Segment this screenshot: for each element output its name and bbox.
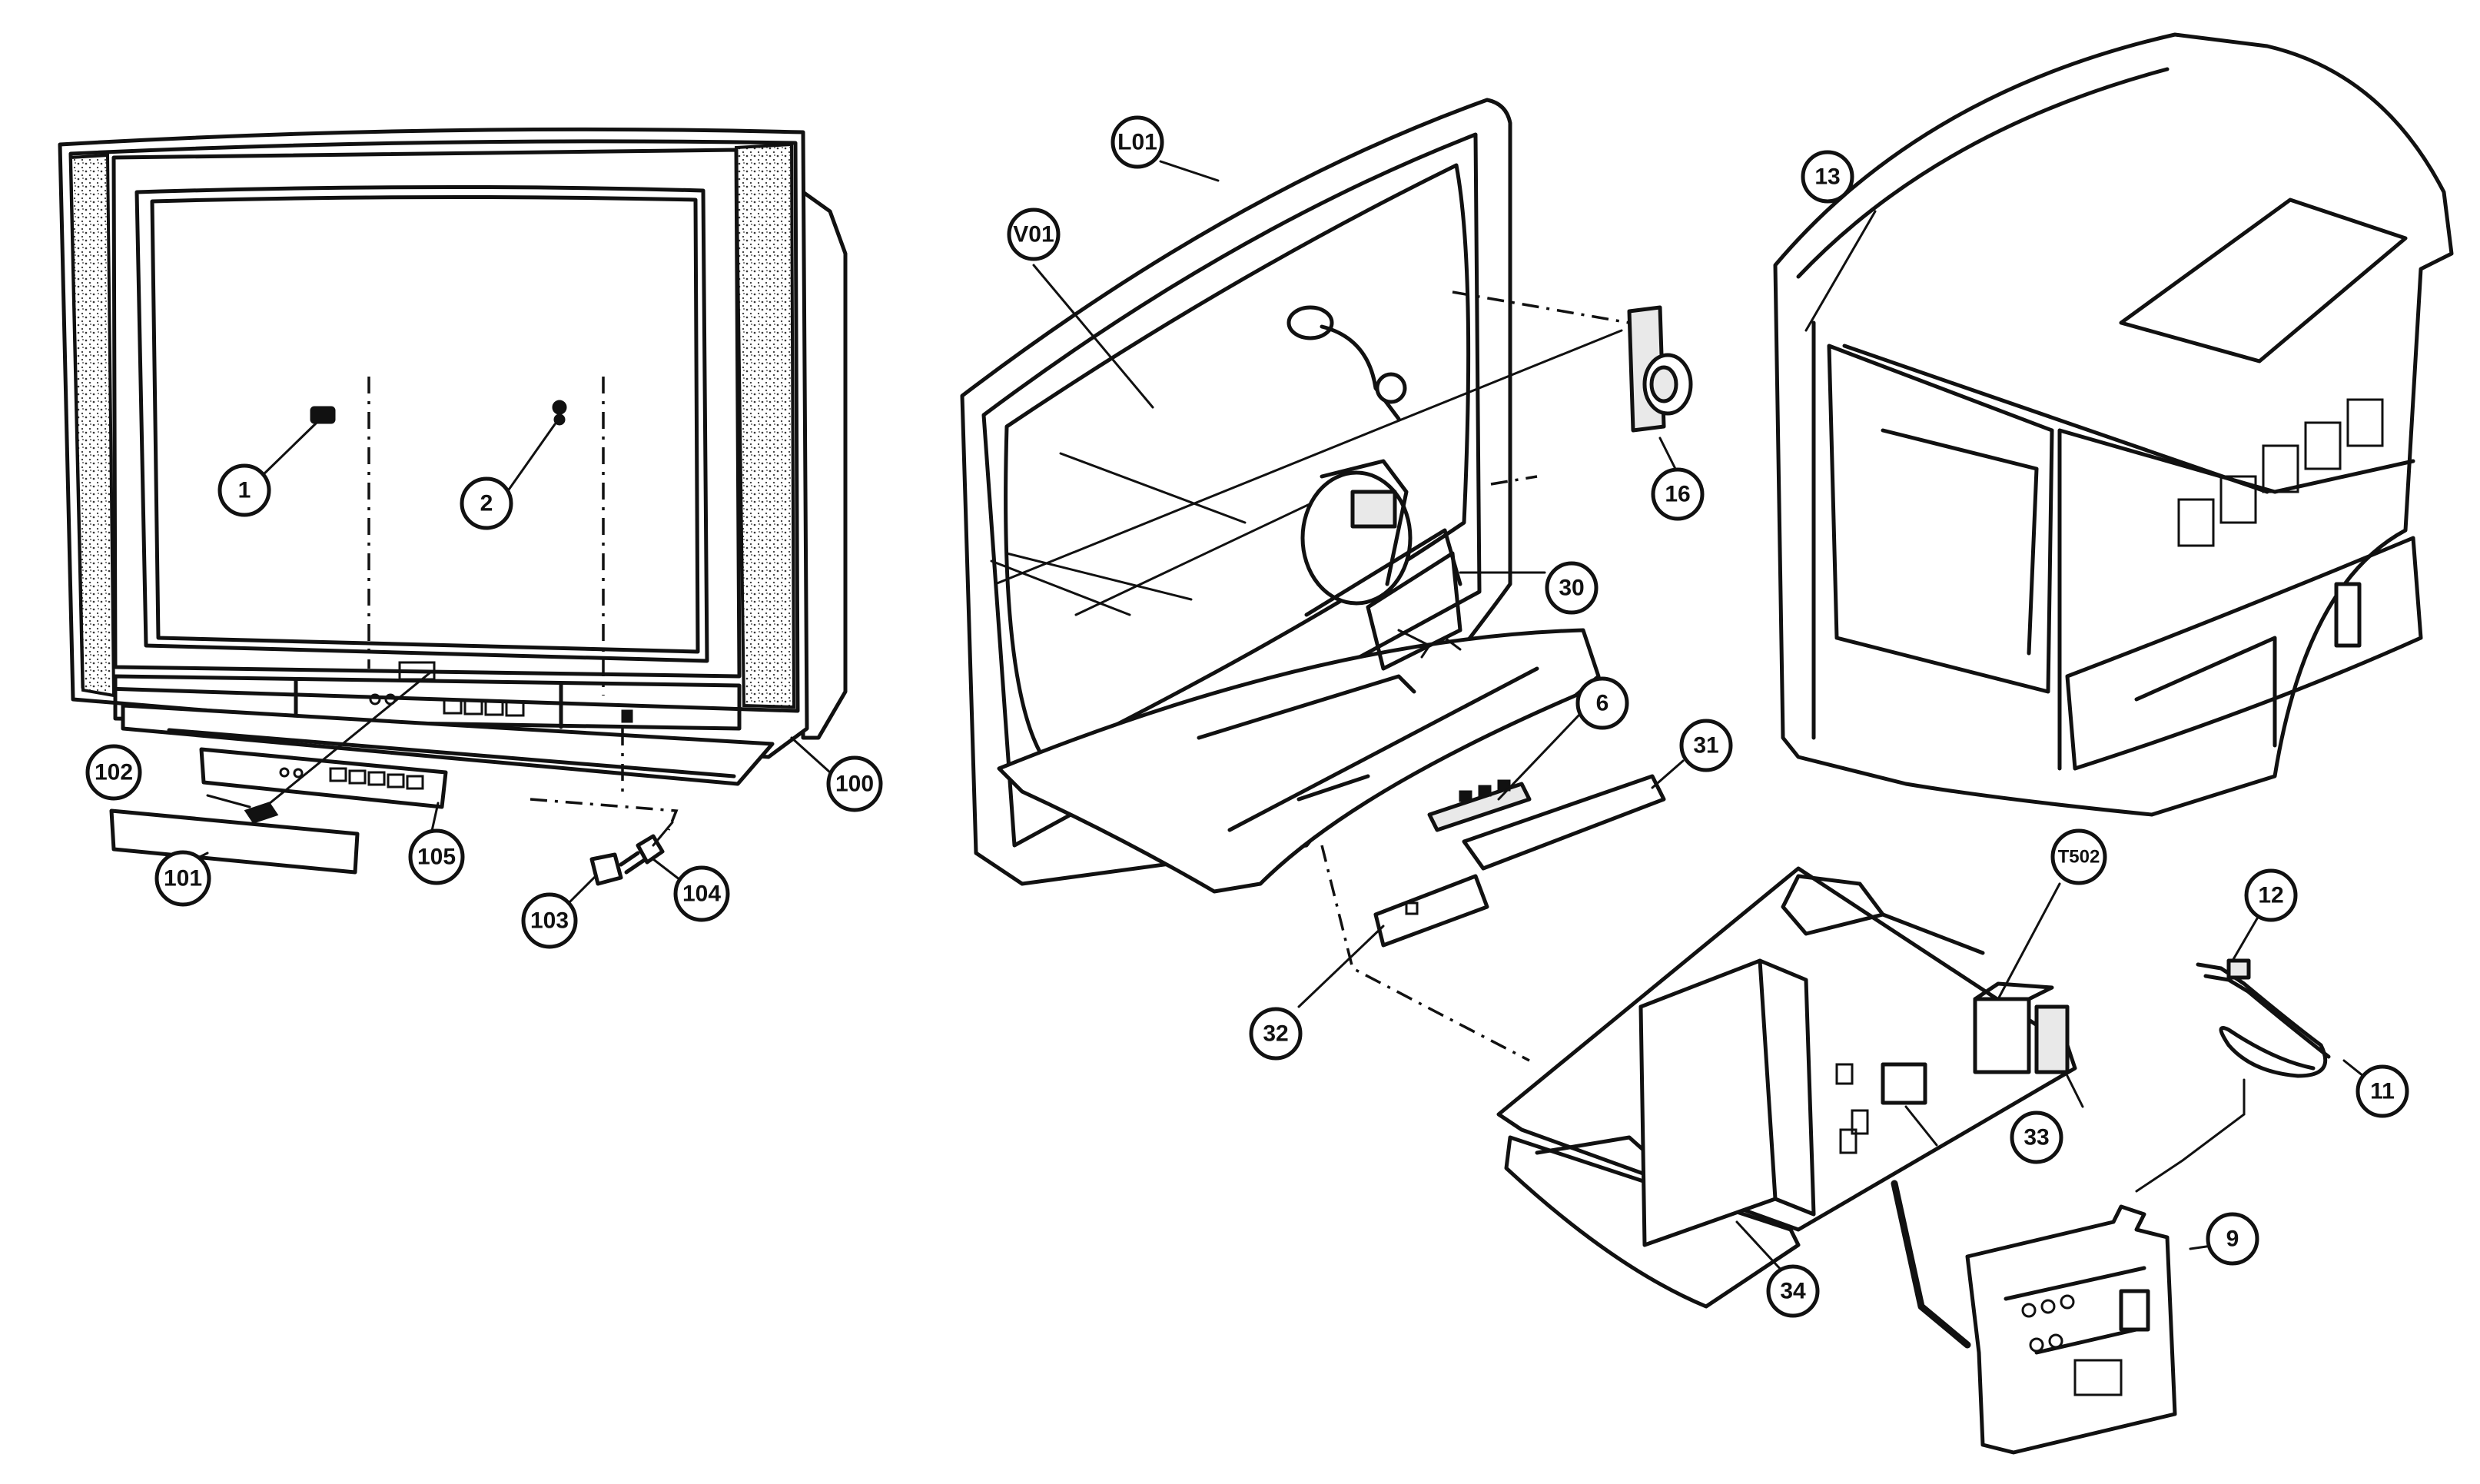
- callout-T502: T502: [2050, 828, 2107, 885]
- callout-32: 32: [1249, 1007, 1303, 1061]
- middle-picture-tube-assembly: [960, 98, 1693, 1062]
- callout-34: 34: [1766, 1264, 1820, 1318]
- callout-V01: V01: [1007, 207, 1061, 261]
- control-panel-parts: [109, 671, 679, 886]
- callout-9: 9: [2206, 1212, 2259, 1266]
- svg-text:2: 2: [480, 491, 493, 516]
- transformer-T502: [1973, 997, 2031, 1074]
- callout-33: 33: [2010, 1111, 2063, 1164]
- callout-11: 11: [2356, 1064, 2409, 1118]
- callout-12: 12: [2244, 868, 2298, 922]
- cord-clamp-12: [2226, 958, 2251, 980]
- callout-103: 103: [521, 892, 578, 949]
- callout-31: 31: [1679, 719, 1733, 772]
- callout-104: 104: [673, 865, 730, 922]
- svg-text:32: 32: [1263, 1021, 1288, 1047]
- svg-text:1: 1: [238, 478, 251, 503]
- svg-text:L01: L01: [1117, 130, 1157, 155]
- svg-text:6: 6: [1596, 691, 1609, 716]
- heatsink-34: [1638, 958, 1778, 1247]
- door-panel-101: [109, 808, 360, 875]
- control-panel-105: [199, 747, 448, 809]
- av-panel-9: [1891, 1078, 2246, 1455]
- svg-text:12: 12: [2258, 883, 2283, 908]
- callout-105: 105: [408, 828, 465, 885]
- rear-cabinet-13: [1773, 32, 2454, 817]
- svg-text:33: 33: [2024, 1125, 2049, 1150]
- svg-text:104: 104: [682, 881, 721, 907]
- callout-6: 6: [1575, 676, 1629, 730]
- main-pcb-33: [1496, 866, 2077, 1309]
- svg-text:34: 34: [1780, 1279, 1806, 1304]
- callout-30: 30: [1545, 561, 1599, 615]
- svg-text:13: 13: [1814, 164, 1840, 190]
- front-tv-assembly: [58, 127, 848, 786]
- callout-100: 100: [826, 755, 883, 812]
- svg-text:103: 103: [530, 908, 569, 934]
- callout-101: 101: [154, 850, 211, 907]
- svg-text:30: 30: [1559, 576, 1584, 601]
- button-102: [244, 802, 279, 824]
- callout-2: 2: [460, 476, 513, 530]
- callout-L01: L01: [1111, 115, 1164, 169]
- svg-text:11: 11: [2370, 1079, 2395, 1104]
- knob-103: [589, 852, 623, 886]
- svg-text:31: 31: [1693, 733, 1718, 759]
- plate-31: [1462, 774, 1666, 871]
- callout-16: 16: [1651, 467, 1705, 521]
- svg-text:16: 16: [1665, 482, 1690, 507]
- svg-text:V01: V01: [1013, 222, 1054, 247]
- clip-part-1: [310, 406, 336, 424]
- callout-13: 13: [1801, 150, 1854, 204]
- power-cord-11: [2196, 958, 2331, 1078]
- svg-text:101: 101: [164, 866, 202, 891]
- svg-text:102: 102: [95, 760, 133, 785]
- callout-1: 1: [217, 463, 271, 517]
- leader-lines: [183, 160, 2365, 1273]
- svg-text:T502: T502: [2058, 847, 2100, 868]
- board-32: [1373, 874, 1489, 948]
- svg-text:105: 105: [417, 845, 456, 870]
- svg-text:9: 9: [2226, 1227, 2239, 1252]
- callout-102: 102: [85, 744, 142, 801]
- screw-part-2: [552, 400, 567, 415]
- svg-text:100: 100: [835, 772, 874, 797]
